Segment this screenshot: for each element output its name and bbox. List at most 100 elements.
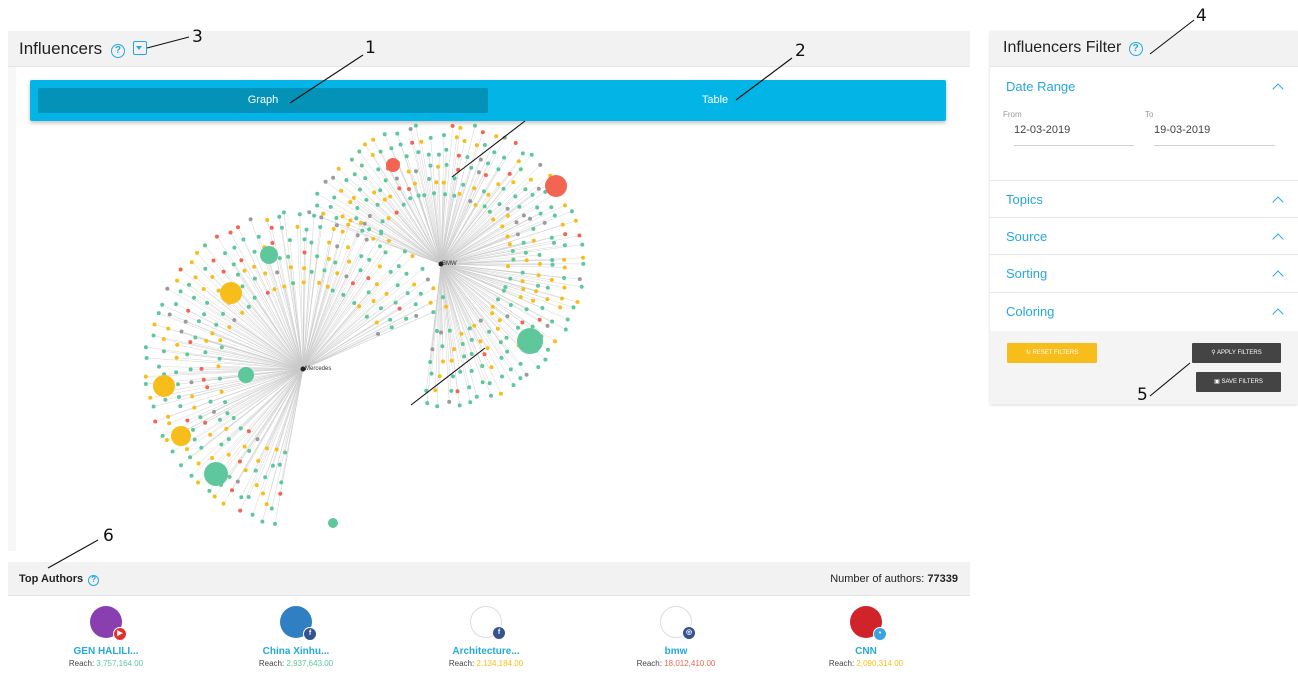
graph-node[interactable] — [511, 383, 516, 388]
graph-node[interactable] — [577, 277, 582, 282]
hub-node-bmw[interactable] — [438, 261, 444, 267]
graph-node[interactable] — [441, 359, 445, 364]
graph-node[interactable] — [367, 214, 372, 218]
graph-node[interactable] — [565, 317, 570, 322]
graph-node[interactable] — [232, 245, 237, 250]
graph-node[interactable] — [454, 135, 459, 140]
graph-node[interactable] — [414, 169, 418, 174]
graph-node[interactable] — [537, 252, 542, 257]
graph-node[interactable] — [367, 257, 372, 262]
author-name[interactable]: CNN — [855, 646, 877, 657]
graph-node[interactable] — [394, 176, 399, 181]
graph-node[interactable] — [352, 172, 357, 177]
graph-node[interactable] — [514, 220, 519, 225]
graph-node[interactable] — [219, 389, 224, 394]
graph-node[interactable] — [496, 167, 501, 172]
graph-node[interactable] — [520, 270, 525, 275]
graph-node[interactable] — [325, 284, 330, 289]
graph-node[interactable] — [382, 197, 387, 202]
graph-node[interactable] — [188, 367, 193, 372]
graph-node[interactable] — [214, 322, 219, 327]
graph-node[interactable] — [264, 502, 269, 507]
graph-node[interactable] — [362, 221, 367, 226]
graph-node[interactable] — [494, 134, 499, 139]
graph-node[interactable] — [397, 186, 402, 191]
graph-node[interactable] — [189, 473, 194, 478]
graph-node[interactable] — [371, 299, 376, 303]
graph-node[interactable] — [468, 199, 473, 204]
graph-node[interactable] — [450, 123, 455, 128]
graph-node[interactable] — [364, 237, 369, 242]
graph-node[interactable] — [201, 287, 206, 291]
graph-node[interactable] — [161, 349, 166, 354]
graph-node[interactable] — [482, 189, 486, 194]
avatar[interactable]: f — [280, 606, 317, 641]
author-name[interactable]: GEN HALILI... — [73, 646, 139, 657]
graph-node[interactable] — [414, 313, 419, 318]
graph-node[interactable] — [449, 388, 454, 393]
graph-node[interactable] — [309, 240, 314, 245]
graph-node[interactable] — [492, 150, 497, 155]
graph-node[interactable] — [252, 264, 257, 269]
graph-node[interactable] — [523, 187, 528, 192]
graph-node[interactable] — [211, 258, 216, 263]
graph-node[interactable] — [536, 365, 541, 370]
graph-node[interactable] — [540, 306, 545, 310]
graph-node[interactable] — [333, 260, 338, 265]
graph-node[interactable] — [341, 292, 346, 297]
graph-node[interactable] — [238, 508, 243, 513]
graph-node[interactable] — [358, 268, 363, 273]
graph-node[interactable] — [507, 171, 512, 176]
graph-node[interactable] — [219, 345, 224, 350]
graph-node[interactable] — [188, 455, 193, 460]
graph-node[interactable] — [216, 364, 221, 369]
graph-node[interactable] — [272, 287, 277, 292]
graph-node[interactable] — [505, 206, 510, 211]
graph-node[interactable] — [469, 165, 474, 170]
graph-node[interactable] — [160, 302, 165, 307]
graph-node[interactable] — [487, 209, 492, 214]
graph-node[interactable] — [153, 419, 158, 424]
graph-node[interactable] — [427, 177, 432, 181]
graph-node[interactable] — [370, 153, 375, 157]
graph-node[interactable] — [205, 385, 210, 390]
author-name[interactable]: bmw — [664, 646, 688, 657]
graph-node[interactable] — [518, 167, 523, 172]
graph-node[interactable] — [531, 298, 536, 303]
graph-node[interactable] — [291, 281, 295, 286]
graph-node[interactable] — [426, 152, 431, 157]
graph-node[interactable] — [144, 356, 149, 360]
graph-node[interactable] — [462, 354, 467, 359]
graph-node[interactable] — [302, 250, 307, 255]
graph-node[interactable] — [212, 409, 216, 414]
graph-node[interactable] — [205, 300, 210, 305]
graph-node[interactable] — [175, 278, 180, 283]
graph-node[interactable] — [344, 178, 349, 183]
graph-node[interactable] — [473, 203, 478, 207]
graph-node[interactable] — [480, 380, 485, 385]
graph-node[interactable] — [193, 275, 198, 280]
graph-node[interactable] — [346, 245, 351, 250]
graph-node[interactable] — [203, 243, 207, 248]
graph-node[interactable] — [193, 335, 198, 340]
graph-node[interactable] — [486, 192, 491, 197]
graph-node[interactable] — [388, 194, 393, 199]
graph-node[interactable] — [413, 123, 418, 128]
graph-node[interactable] — [436, 164, 440, 169]
graph-node[interactable] — [186, 308, 191, 313]
graph-node[interactable] — [246, 495, 251, 499]
graph-node[interactable] — [428, 360, 433, 364]
graph-node[interactable] — [165, 286, 170, 291]
graph-node[interactable] — [441, 180, 446, 185]
graph-node[interactable] — [478, 339, 483, 344]
graph-node[interactable] — [505, 349, 510, 354]
graph-node[interactable] — [143, 382, 148, 386]
graph-node[interactable] — [447, 399, 452, 404]
graph-node-large[interactable] — [260, 246, 278, 264]
graph-node[interactable] — [383, 250, 388, 255]
avatar[interactable]: • — [850, 606, 887, 641]
graph-node[interactable] — [230, 488, 234, 493]
graph-node[interactable] — [442, 133, 446, 138]
graph-node[interactable] — [524, 258, 529, 263]
graph-node[interactable] — [500, 374, 504, 379]
